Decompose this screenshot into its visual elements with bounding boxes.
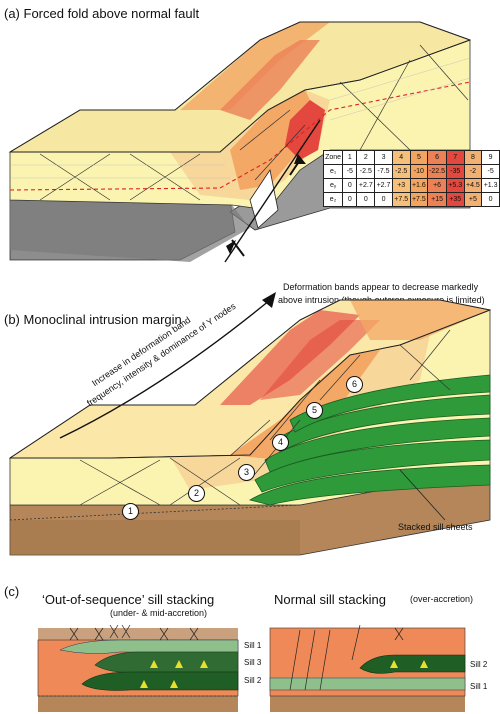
zone-marker: 2 [188, 485, 205, 502]
panel-a-top-orange [180, 22, 330, 110]
table-cell: +35 [445, 192, 465, 207]
left-basement [38, 695, 238, 712]
panel-b-top-orange [350, 300, 490, 340]
zone-marker: 1 [122, 503, 139, 520]
panel-a-grey-side [10, 200, 250, 262]
table-cell: -5 [481, 164, 500, 179]
panel-a-title: (a) Forced fold above normal fault [4, 6, 200, 21]
panel-c-letter: (c) [4, 584, 20, 599]
table-row: e₁ -5 -2.5 -7.5 -2.5 -10 -22.5 -35 -2 -5 [322, 164, 500, 179]
table-header-cell: 8 [463, 150, 483, 165]
panel-a-top-deep [220, 40, 320, 120]
table-cell: -2 [463, 164, 483, 179]
sill-label-leader [399, 469, 446, 521]
left-sill-3 [94, 651, 239, 673]
panel-c-left-title: ‘Out-of-sequence’ sill stacking [42, 592, 215, 607]
left-sill-label: Sill 3 [244, 658, 262, 667]
panel-b-top-pink [260, 320, 380, 400]
panel-a-fault-arrowhead-up [294, 154, 306, 164]
zone-marker: 5 [306, 402, 323, 419]
panel-b-title: (b) Monoclinal intrusion margin [4, 312, 182, 327]
increase-arrow [59, 299, 271, 439]
table-row: e₂ 0 0 0 +7.5 +7.5 +15 +35 +5 0 [322, 192, 500, 207]
sill-sheet [248, 464, 491, 506]
right-basement [270, 695, 465, 712]
increase-arrowhead [262, 292, 276, 308]
zone-marker: 4 [272, 434, 289, 451]
table-header-cell: 7 [445, 150, 465, 165]
panel-c-right-title: Normal sill stacking [274, 592, 386, 607]
zone-marker: 6 [346, 376, 363, 393]
right-deformation-bands [289, 624, 404, 691]
right-sill-label: Sill 2 [470, 660, 488, 669]
panel-a-fault-arrowhead-down [226, 240, 236, 254]
panel-c-left-subtitle: (under- & mid-accretion) [110, 608, 208, 618]
right-sill-1 [269, 677, 466, 691]
right-sill-2 [359, 654, 466, 674]
panel-a-layers [10, 57, 471, 179]
sill-sheet [264, 417, 491, 473]
panel-b-note-line1: Deformation bands appear to decrease mar… [283, 282, 479, 292]
left-sill-2 [81, 671, 239, 691]
left-sill-label: Sill 2 [244, 676, 262, 685]
left-sill-label: Sill 1 [244, 641, 262, 650]
table-cell: -10 [409, 164, 429, 179]
table-cell: +15 [427, 192, 447, 207]
sill-label: Stacked sill sheets [398, 522, 473, 532]
left-flow-arrows [140, 660, 208, 688]
panel-a-fault-line [224, 119, 321, 263]
panel-b-sills [248, 374, 491, 506]
zone-marker: 3 [238, 464, 255, 481]
table-cell: 0 [481, 192, 500, 207]
table-header-cell: 5 [409, 150, 429, 165]
table-cell: -2.5 [391, 164, 411, 179]
panel-a-dashed-horizon [9, 81, 471, 191]
panel-a-zone-red [285, 100, 325, 160]
left-upper-host [38, 628, 238, 642]
table-cell: +7.5 [409, 192, 429, 207]
panel-c-right-subtitle: (over-accretion) [410, 594, 474, 604]
panel-b-basement-front [10, 520, 300, 555]
right-flow-arrows [390, 660, 428, 668]
left-deformation-bands [69, 624, 199, 641]
panel-b-zone-deep [230, 350, 380, 460]
panel-b-deformation-bands [79, 329, 451, 506]
table-cell: +7.5 [391, 192, 411, 207]
sill-sheet [289, 374, 491, 433]
panel-a-zone-deep [230, 90, 315, 190]
table-cell: -35 [445, 164, 465, 179]
strain-table: Zone 1 2 3 4 5 6 7 8 9 e₁ -5 -2.5 -7.5 -… [322, 150, 500, 207]
right-sill-label: Sill 1 [470, 682, 488, 691]
panel-b-dotted-line [9, 504, 301, 521]
table-cell: 0 [342, 192, 358, 207]
left-sill-1 [59, 639, 239, 654]
